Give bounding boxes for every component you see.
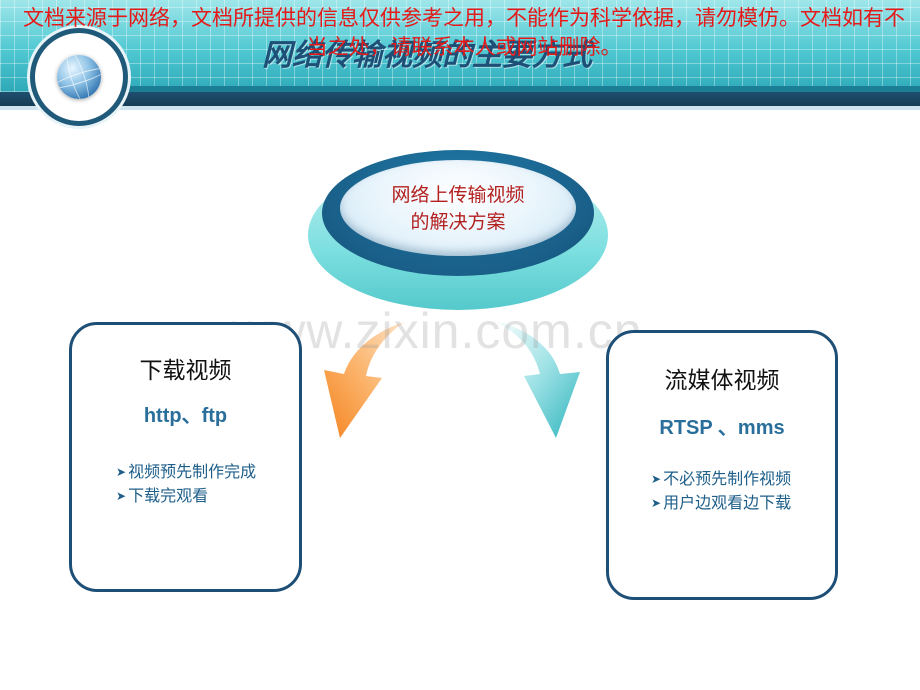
streaming-protocols: RTSP 、mms — [659, 417, 785, 439]
curved-arrow-down-left-icon — [324, 322, 404, 438]
streaming-bullet-list: ➤ 不必预先制作视频 ➤ 用户边观看边下载 — [651, 467, 791, 515]
center-label-line1: 网络上传输视频 — [391, 184, 525, 206]
arrow-bullet-icon: ➤ — [651, 472, 662, 486]
center-label: 网络上传输视频 的解决方案 — [360, 182, 556, 236]
header-band — [0, 0, 920, 92]
streaming-video-title: 流媒体视频 — [664, 368, 780, 394]
list-item: ➤ 视频预先制作完成 — [116, 460, 256, 484]
header-light-bar — [0, 106, 920, 110]
list-item-text: 用户边观看边下载 — [663, 493, 792, 512]
download-protocols: http、ftp — [143, 405, 228, 427]
globe-icon — [57, 55, 101, 99]
arrow-bullet-icon: ➤ — [116, 465, 127, 479]
arrow-bullet-icon: ➤ — [116, 489, 127, 503]
center-disc-face — [340, 160, 576, 256]
download-video-title: 下载视频 — [139, 358, 232, 384]
list-item: ➤ 下载完观看 — [116, 484, 256, 508]
streaming-video-box: 流媒体视频 RTSP 、mms ➤ 不必预先制作视频 ➤ 用户边观看边下载 — [606, 330, 838, 600]
curved-arrow-down-right-icon — [492, 320, 580, 438]
download-bullet-list: ➤ 视频预先制作完成 ➤ 下载完观看 — [116, 460, 256, 508]
list-item: ➤ 不必预先制作视频 — [651, 467, 791, 491]
list-item-text: 下载完观看 — [128, 486, 209, 505]
header-accent-bar — [118, 86, 920, 92]
header-dark-bar — [0, 92, 920, 106]
list-item: ➤ 用户边观看边下载 — [651, 491, 791, 515]
download-video-box: 下载视频 http、ftp ➤ 视频预先制作完成 ➤ 下载完观看 — [69, 322, 302, 592]
logo — [30, 28, 128, 126]
center-label-line2: 的解决方案 — [410, 211, 506, 233]
slide-title: 网络传输视频的主要方式 — [262, 38, 592, 73]
arrow-bullet-icon: ➤ — [651, 496, 662, 510]
list-item-text: 不必预先制作视频 — [663, 469, 792, 488]
disclaimer-text: 文档来源于网络，文档所提供的信息仅供参考之用，不能作为科学依据，请勿模仿。文档如… — [23, 6, 905, 59]
list-item-text: 视频预先制作完成 — [128, 462, 257, 481]
